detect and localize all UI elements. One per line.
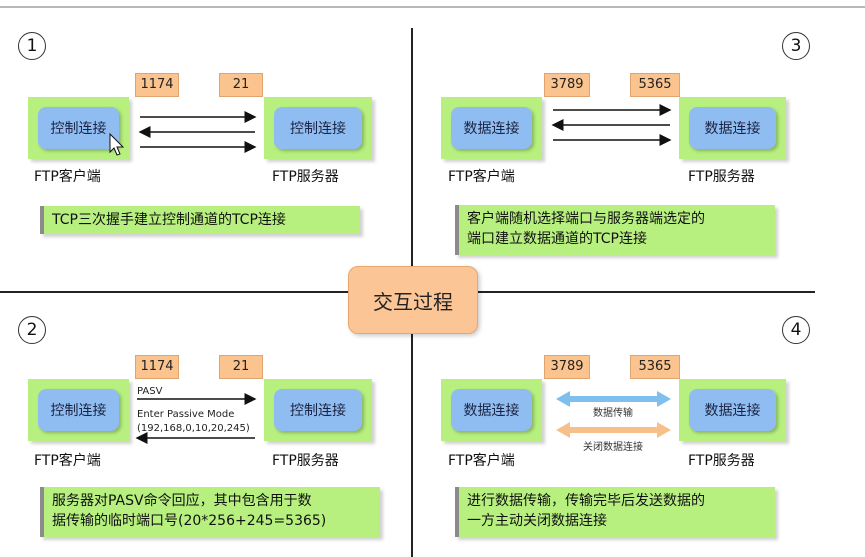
server-node-label-2: 控制连接 [274, 389, 362, 431]
description-4: 进行数据传输，传输完毕后发送数据的 一方主动关闭数据连接 [455, 487, 775, 537]
data-transfer-label: 数据传输 [593, 406, 633, 419]
client-node-2: 控制连接 [28, 379, 129, 441]
msg-passive-mode: Enter Passive Mode [137, 409, 234, 420]
msg-pasv: PASV [137, 386, 163, 397]
description-3-line1: 客户端随机选择端口与服务器端选定的 [467, 211, 705, 227]
server-port-1: 21 [219, 73, 263, 97]
step-number-3: 3 [782, 32, 810, 60]
step-number-1: 1 [18, 32, 46, 60]
client-node-label-3: 数据连接 [451, 107, 532, 149]
description-2-line2: 据传输的临时端口号(20*256+245=5365) [52, 513, 327, 529]
client-port-2: 1174 [135, 355, 179, 379]
client-label-3: FTP客户端 [448, 169, 515, 185]
description-3-line2: 端口建立数据通道的TCP连接 [467, 231, 647, 247]
data-transfer-arrow [556, 391, 671, 407]
server-node-label-3: 数据连接 [689, 107, 776, 149]
client-port-4: 3789 [544, 355, 590, 379]
server-port-4: 5365 [630, 355, 680, 379]
server-node-label-4: 数据连接 [689, 389, 776, 431]
server-node-3: 数据连接 [679, 97, 786, 159]
server-label-1: FTP服务器 [272, 169, 339, 185]
client-node-3: 数据连接 [441, 97, 542, 159]
server-node-2: 控制连接 [264, 379, 372, 441]
server-port-2: 21 [219, 355, 263, 379]
msg-passive-address: (192,168,0,10,20,245) [137, 423, 250, 434]
description-4-line1: 进行数据传输，传输完毕后发送数据的 [467, 493, 705, 509]
client-port-1: 1174 [135, 73, 179, 97]
server-node-4: 数据连接 [679, 379, 786, 441]
description-2-line1: 服务器对PASV命令回应，其中包含用于数 [52, 493, 312, 509]
server-port-3: 5365 [630, 73, 680, 97]
client-label-1: FTP客户端 [34, 169, 101, 185]
client-node-label-2: 控制连接 [38, 389, 119, 431]
server-node-label-1: 控制连接 [274, 107, 362, 149]
description-2: 服务器对PASV命令回应，其中包含用于数 据传输的临时端口号(20*256+24… [40, 487, 380, 537]
client-node-label-4: 数据连接 [451, 389, 532, 431]
top-divider [0, 6, 865, 8]
mouse-cursor-icon [109, 132, 125, 156]
client-node-4: 数据连接 [441, 379, 542, 441]
server-label-2: FTP服务器 [272, 453, 339, 469]
description-3: 客户端随机选择端口与服务器端选定的 端口建立数据通道的TCP连接 [455, 205, 775, 255]
close-connection-arrow [556, 422, 671, 438]
client-label-2: FTP客户端 [34, 453, 101, 469]
step-number-2: 2 [18, 316, 46, 344]
description-1: TCP三次握手建立控制通道的TCP连接 [40, 206, 360, 234]
step-number-4: 4 [782, 316, 810, 344]
client-label-4: FTP客户端 [448, 453, 515, 469]
close-connection-label: 关闭数据连接 [583, 440, 643, 453]
center-title: 交互过程 [348, 266, 478, 334]
server-label-4: FTP服务器 [688, 453, 755, 469]
client-port-3: 3789 [544, 73, 590, 97]
server-label-3: FTP服务器 [688, 169, 755, 185]
client-node-label-1: 控制连接 [38, 107, 119, 149]
server-node-1: 控制连接 [264, 97, 372, 159]
description-4-line2: 一方主动关闭数据连接 [467, 513, 607, 529]
